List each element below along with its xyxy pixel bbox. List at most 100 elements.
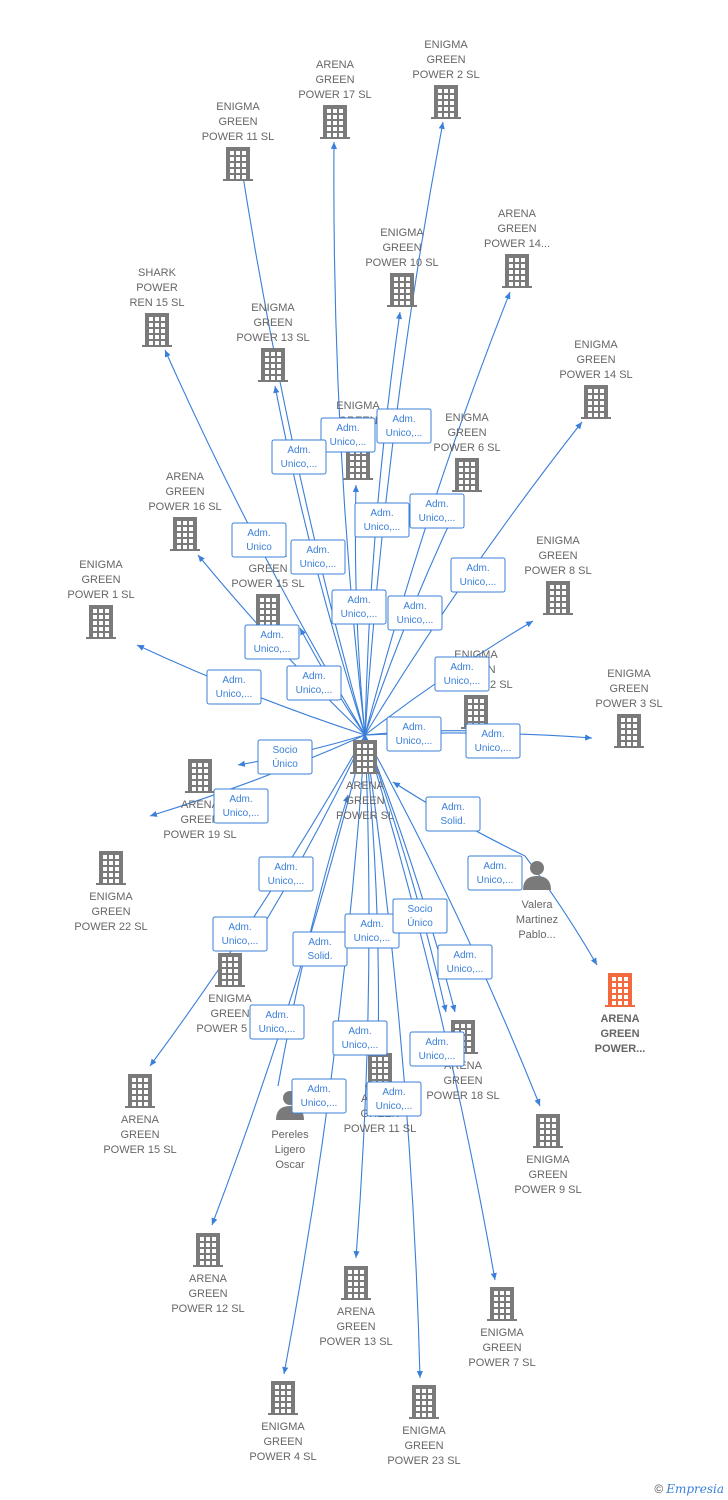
node-label: POWER 13 SL xyxy=(319,1336,392,1348)
node-label: POWER SL xyxy=(336,810,394,822)
node-label: Pereles xyxy=(271,1129,309,1141)
edge-label-text: Adm. xyxy=(336,423,359,434)
node-label: Martinez xyxy=(516,914,558,926)
edge-label-text: Adm. xyxy=(382,1087,405,1098)
edge-label[interactable]: Adm.Unico,... xyxy=(320,417,376,453)
edge-line xyxy=(149,734,366,1067)
edge-label-box xyxy=(244,624,300,660)
edge-label[interactable]: Adm.Unico,... xyxy=(409,493,465,529)
node-n19[interactable]: ValeraMartinezPablo... xyxy=(516,861,558,941)
edge-label[interactable]: Adm. Unico,... xyxy=(286,665,342,701)
edge-label[interactable]: Adm.Unico,... xyxy=(213,788,269,824)
edge-label-box xyxy=(332,1020,388,1056)
node-label: ENIGMA xyxy=(574,339,618,351)
building-icon xyxy=(193,1233,223,1267)
edge-label[interactable]: Adm.Unico,... xyxy=(386,716,442,752)
edge-label[interactable]: Adm.Unico,... xyxy=(376,408,432,444)
edge-label[interactable]: Adm.Unico,... xyxy=(249,1004,305,1040)
edge-label[interactable]: Adm.Unico,... xyxy=(434,656,490,692)
edge-line xyxy=(282,734,366,1375)
edge-label[interactable]: Adm.Unico,... xyxy=(271,439,327,475)
edge-label[interactable]: Adm.Unico,... xyxy=(332,1020,388,1056)
building-icon xyxy=(365,1053,395,1087)
edge-label-text: Solid. xyxy=(307,951,332,962)
edge-label[interactable]: Adm.Unico,... xyxy=(206,669,262,705)
edge-label[interactable]: Adm.Unico,... xyxy=(465,723,521,759)
edge-label[interactable]: Adm.Unico,... xyxy=(467,855,523,891)
edge-label[interactable]: Adm.Unico,... xyxy=(450,557,506,593)
edge-label-text: Unico,... xyxy=(419,513,456,524)
edge-label-box xyxy=(271,439,327,475)
edge-label[interactable]: Adm.Unico,... xyxy=(409,1031,465,1067)
node-n20[interactable]: ARENAGREENPOWER... xyxy=(595,973,646,1055)
building-icon xyxy=(253,594,283,628)
edge-label[interactable]: Adm.Unico,... xyxy=(354,502,410,538)
node-label: SHARK xyxy=(138,267,177,279)
node-label: GREEN xyxy=(538,550,577,562)
edge-label-box xyxy=(467,855,523,891)
node-label: GREEN xyxy=(91,906,130,918)
edge-label[interactable]: Adm.Solid. xyxy=(292,931,348,967)
edge-label[interactable]: Adm.Unico,... xyxy=(344,913,400,949)
edge-label-text: Unico,... xyxy=(447,964,484,975)
building-icon xyxy=(605,973,635,1007)
edge-label-text: Unico,... xyxy=(396,736,433,747)
node-label: POWER xyxy=(136,282,178,294)
edge-label-text: Unico,... xyxy=(216,689,253,700)
edge-label[interactable]: Adm.Unico,... xyxy=(291,1078,347,1114)
node-label: GREEN xyxy=(120,1129,159,1141)
edge-label[interactable]: Adm.Unico,... xyxy=(437,944,493,980)
edge-label-text: Unico,... xyxy=(223,808,260,819)
building-icon xyxy=(142,313,172,347)
edge-label-text: Unico,... xyxy=(419,1051,456,1062)
edge-label-text: Adm. xyxy=(306,545,329,556)
edge-label[interactable]: Adm.Unico,... xyxy=(366,1081,422,1117)
edge-label[interactable]: Adm.Unico xyxy=(231,522,287,558)
edge-label[interactable]: Adm.Unico,... xyxy=(212,916,268,952)
edge-label[interactable]: Adm.Unico,... xyxy=(331,589,387,625)
edge-line xyxy=(211,734,366,1226)
edge-label[interactable]: Adm.Unico,... xyxy=(387,595,443,631)
edge-label-box xyxy=(213,788,269,824)
edge-label[interactable]: Adm.Unico,... xyxy=(244,624,300,660)
node-label: ENIGMA xyxy=(445,412,489,424)
edge-label-text: Adm. xyxy=(348,1026,371,1037)
footer-brand[interactable]: ©Empresia xyxy=(654,1482,724,1496)
building-icon xyxy=(452,458,482,492)
node-label: POWER 13 SL xyxy=(236,332,309,344)
edge-label[interactable]: Adm.Unico,... xyxy=(258,856,314,892)
edge-label-text: Socio xyxy=(407,904,432,915)
edge-label-text: Unico,... xyxy=(281,459,318,470)
node-label: POWER 18 SL xyxy=(426,1090,499,1102)
edge-label-text: Adm. xyxy=(302,671,325,682)
edge-label[interactable]: Adm.Solid. xyxy=(425,796,481,832)
edge-label-text: Unico,... xyxy=(296,685,333,696)
edge-label[interactable]: Adm.Unico,... xyxy=(290,539,346,575)
